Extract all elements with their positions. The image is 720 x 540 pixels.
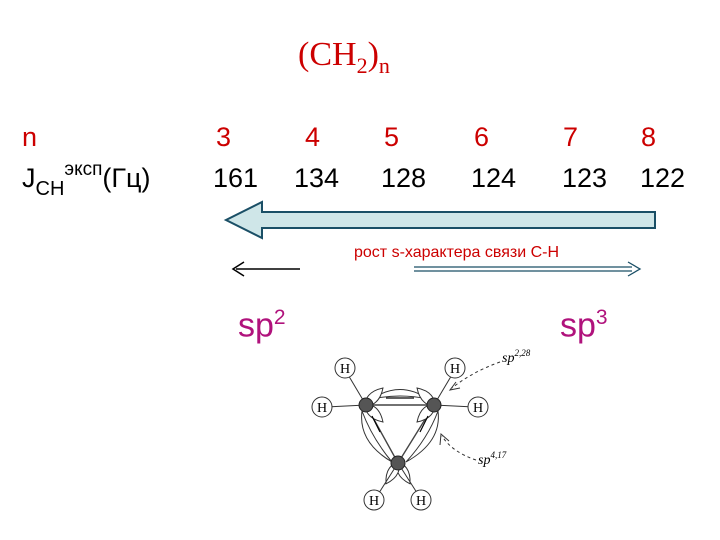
row-j-label: JCHэксп(Гц) [22,159,151,200]
hybrid-bottom-exp: 4,17 [490,450,506,460]
sp3-base: sp [560,306,596,345]
n-value-6: 6 [474,122,490,152]
sp2-exp: 2 [273,306,286,329]
row-n-label: n [22,122,38,152]
hybrid-top-exp: 2,28 [514,348,530,358]
formula-sub: 2 [356,52,368,78]
j-value-123: 123 [562,163,608,193]
s-character-growth-label: рост s-характера связи C-H [354,244,560,261]
small-left-arrow [231,261,300,277]
j-main: J [22,163,36,193]
h-atom-5: H [369,494,379,509]
svg-text:sp2,28: sp2,28 [502,348,531,366]
j-unit: (Гц) [102,163,151,193]
j-sup: эксп [64,159,103,180]
hybrid-top-base: sp [502,351,514,366]
sp3-exp: 3 [595,306,608,329]
j-sub: CH [35,178,65,200]
j-value-161: 161 [213,163,259,193]
h-atom-1: H [340,362,350,377]
n-value-5: 5 [384,122,400,152]
j-value-124: 124 [471,163,517,193]
j-value-134: 134 [294,163,340,193]
h-atom-6: H [416,494,426,509]
j-value-122: 122 [640,163,686,193]
formula-close: ) [367,36,379,73]
h-atom-3: H [450,362,460,377]
n-value-3: 3 [216,122,232,152]
n-value-4: 4 [305,122,321,152]
big-left-arrow [223,200,656,240]
small-right-arrow [414,261,642,277]
cyclopropane-orbital-drawing: H H H H H H sp2,28 sp4,17 [311,348,531,511]
j-value-128: 128 [381,163,427,193]
formula-main: (CH [298,36,357,73]
n-value-8: 8 [641,122,657,152]
svg-text:sp4,17: sp4,17 [478,450,507,468]
n-value-7: 7 [563,122,579,152]
sp3-label: sp3 [560,306,608,345]
formula-n: n [378,52,390,78]
h-atom-4: H [473,401,483,416]
sp2-base: sp [238,306,274,345]
hybrid-bottom-base: sp [478,453,490,468]
sp2-label: sp2 [238,306,286,345]
formula-ch2-n: (CH2)n [298,36,390,79]
h-atom-2: H [317,401,327,416]
